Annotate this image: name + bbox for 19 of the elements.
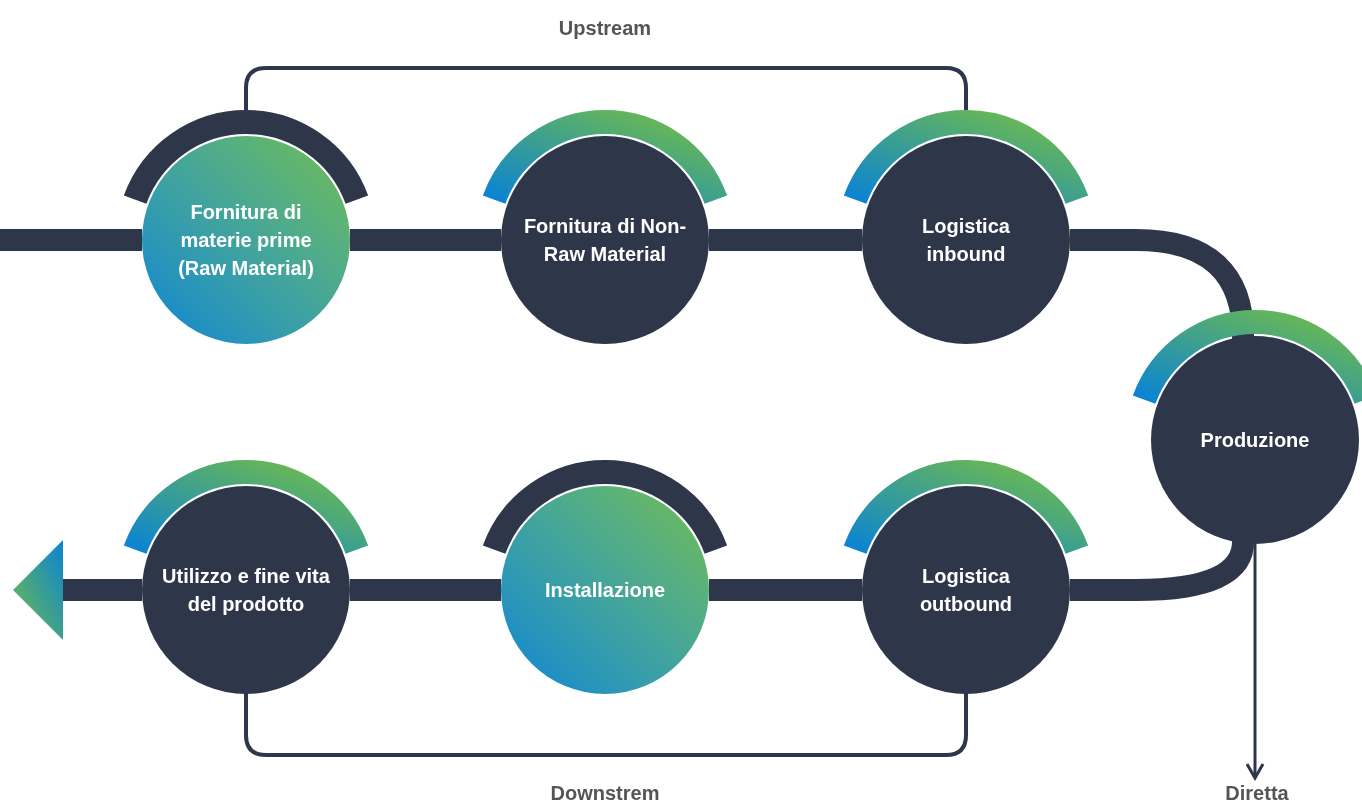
section-label: Downstrem [549, 783, 661, 803]
node-label: Installazione [545, 578, 665, 603]
node-label: Logistica outbound [918, 564, 1014, 617]
connector-line [350, 579, 501, 601]
node-label: Fornitura di Non-Raw Material [522, 214, 688, 267]
section-label: Upstream [557, 18, 653, 38]
connector-line [1070, 539, 1254, 601]
arrow [13, 540, 142, 640]
arrow [1245, 544, 1265, 780]
node-label: Fornitura di materie prime (Raw Material) [177, 200, 315, 281]
connector-line [709, 229, 862, 251]
connector-line [1070, 229, 1254, 341]
connector-line [709, 579, 862, 601]
connector-line [0, 229, 142, 251]
connector-line [350, 229, 501, 251]
node-label: Logistica inbound [921, 214, 1011, 267]
node-label: Diretta [1225, 783, 1289, 803]
node-label: Utilizzo e fine vita del prodotto [162, 564, 330, 617]
node-label: Produzione [1200, 428, 1310, 453]
